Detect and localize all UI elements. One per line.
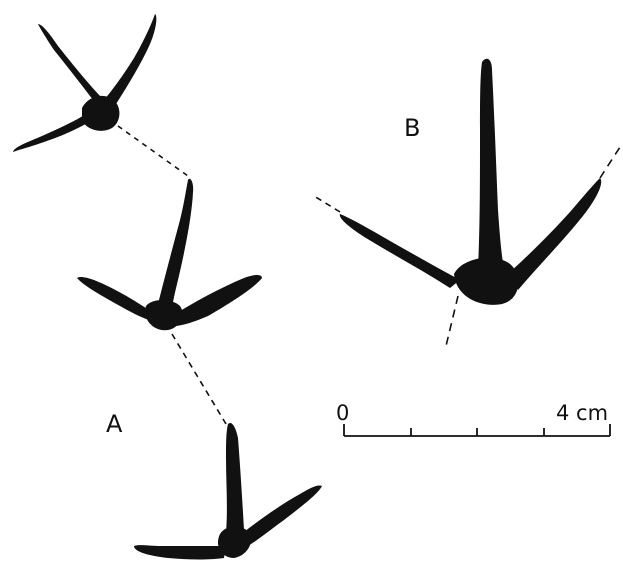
connector-b-left: [313, 195, 341, 213]
footprint-a2-toe-left: [77, 276, 156, 322]
footprint-a1-toe-right: [104, 14, 157, 104]
footprint-a3-toe-middle: [226, 422, 244, 532]
track-a-label: A: [106, 410, 123, 438]
footprint-b-toe-right: [510, 178, 602, 290]
footprint-a3: [134, 422, 322, 560]
scale-bar-start-label: 0: [336, 401, 349, 425]
footprint-a1-toe-left: [38, 24, 104, 104]
connector-b-right: [599, 143, 623, 179]
footprint-b: [339, 58, 602, 305]
footprint-a2-toe-middle: [158, 178, 194, 310]
footprint-a1-heel: [82, 95, 120, 131]
connector-a2-a3: [171, 333, 227, 425]
footprint-a2-toe-right: [172, 275, 262, 326]
footprint-a1-toe-lower: [13, 110, 96, 152]
footprint-a3-heel: [217, 526, 252, 558]
scale-bar-end-label: 4 cm: [556, 401, 608, 425]
footprint-b-toe-left: [339, 214, 460, 288]
footprint-a3-toe-right: [244, 485, 322, 546]
footprint-a2: [77, 178, 262, 331]
track-b-label: B: [404, 114, 420, 142]
footprint-a3-toe-left: [134, 545, 226, 560]
footprint-b-toe-middle: [478, 58, 504, 270]
scale-bar: [343, 424, 611, 437]
connector-a1-a2: [117, 125, 189, 177]
footprint-a1: [13, 14, 157, 152]
connector-b-bottom: [445, 295, 459, 347]
footprint-a2-heel: [145, 300, 183, 331]
